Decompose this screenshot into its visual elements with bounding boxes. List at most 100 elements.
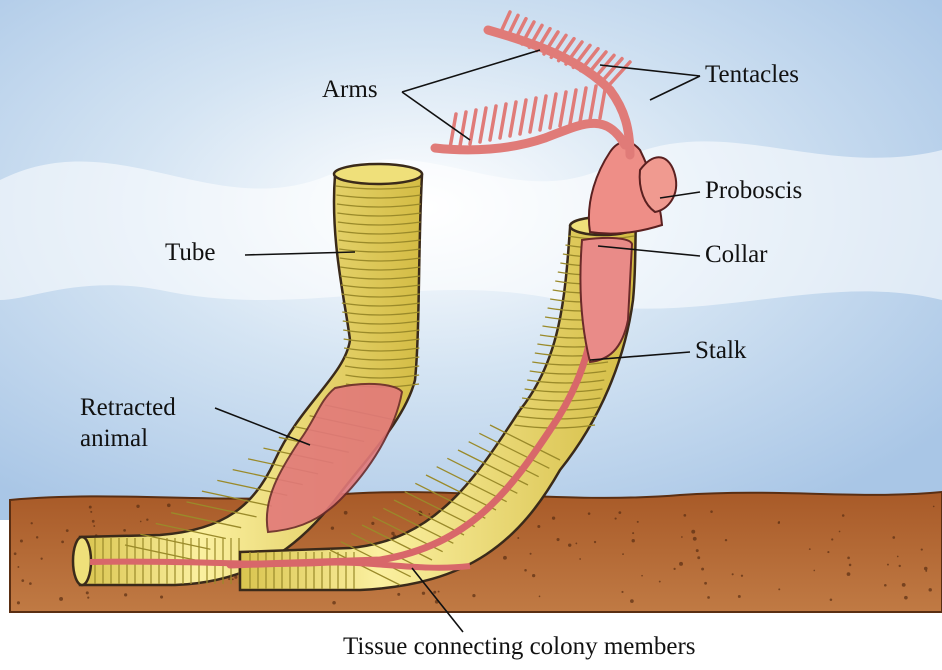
speckle: [831, 538, 833, 540]
speckle: [524, 569, 527, 572]
speckle: [622, 553, 624, 555]
speckle: [892, 536, 895, 539]
speckle: [123, 529, 126, 532]
speckle: [228, 578, 230, 580]
speckle: [741, 575, 743, 577]
speckle: [530, 553, 532, 555]
speckle: [422, 592, 425, 595]
speckle: [691, 530, 695, 534]
speckle: [539, 596, 541, 598]
speckle: [20, 539, 23, 542]
speckle: [899, 565, 901, 567]
speckle: [933, 506, 935, 508]
speckle: [41, 558, 43, 560]
speckle: [428, 513, 430, 515]
speckle: [641, 575, 643, 577]
speckle: [29, 582, 32, 585]
speckle: [232, 578, 234, 580]
speckle: [124, 593, 127, 596]
speckle: [503, 556, 507, 560]
speckle: [830, 599, 833, 602]
speckle: [66, 529, 69, 532]
speckle: [632, 539, 635, 542]
speckle: [331, 526, 334, 529]
speckle: [683, 514, 686, 517]
speckle: [904, 596, 908, 600]
label-tentacles: Tentacles: [705, 60, 799, 90]
speckle: [887, 564, 889, 566]
speckle: [701, 568, 704, 571]
speckle: [579, 558, 581, 560]
label-tube: Tube: [165, 238, 216, 268]
speckle: [659, 581, 661, 583]
speckle: [36, 536, 38, 538]
speckle: [849, 564, 852, 567]
speckle: [167, 503, 171, 507]
speckle: [93, 525, 95, 527]
speckle: [517, 537, 519, 539]
speckle: [637, 521, 639, 523]
speckle: [632, 532, 634, 534]
speckle: [92, 520, 95, 523]
speckle: [704, 582, 707, 585]
speckle: [929, 588, 932, 591]
speckle: [344, 511, 348, 515]
speckle: [86, 591, 89, 594]
speckle: [778, 522, 780, 524]
speckle: [87, 597, 89, 599]
speckle: [438, 591, 440, 593]
label-proboscis: Proboscis: [705, 176, 802, 206]
speckle: [924, 567, 928, 571]
speckle: [89, 506, 92, 509]
speckle: [371, 522, 374, 525]
speckle: [621, 591, 623, 593]
speckle: [17, 566, 19, 568]
speckle: [725, 539, 727, 541]
speckle: [897, 556, 899, 558]
left-tube-end: [73, 537, 91, 585]
speckle: [778, 588, 780, 590]
speckle: [552, 517, 555, 520]
speckle: [925, 570, 927, 572]
speckle: [732, 573, 734, 575]
speckle: [710, 510, 713, 513]
speckle: [615, 518, 617, 520]
speckle: [707, 596, 710, 599]
speckle: [696, 549, 699, 552]
speckle: [472, 594, 475, 597]
left-tube-mouth: [334, 164, 422, 184]
speckle: [594, 541, 596, 543]
speckle: [921, 548, 923, 550]
speckle: [59, 597, 63, 601]
speckle: [847, 572, 851, 576]
speckle: [14, 552, 17, 555]
speckle: [568, 543, 571, 546]
speckle: [90, 511, 92, 513]
speckle: [630, 599, 634, 603]
speckle: [160, 595, 163, 598]
speckle: [842, 514, 845, 517]
speckle: [397, 593, 400, 596]
speckle: [679, 562, 683, 566]
speckle: [556, 538, 559, 541]
speckle: [902, 583, 906, 587]
label-retracted: Retracted: [80, 393, 176, 423]
speckle: [738, 595, 741, 598]
speckle: [332, 601, 336, 605]
speckle: [681, 536, 683, 538]
speckle: [813, 570, 815, 572]
speckle: [884, 584, 887, 587]
label-stalk: Stalk: [695, 336, 746, 366]
label-arms: Arms: [322, 75, 378, 105]
speckle: [17, 601, 20, 604]
speckle: [839, 531, 841, 533]
label-animal: animal: [80, 424, 148, 454]
speckle: [146, 519, 148, 521]
speckle: [140, 521, 142, 523]
speckle: [693, 537, 697, 541]
speckle: [618, 511, 621, 514]
speckle: [575, 543, 577, 545]
speckle: [673, 568, 675, 570]
